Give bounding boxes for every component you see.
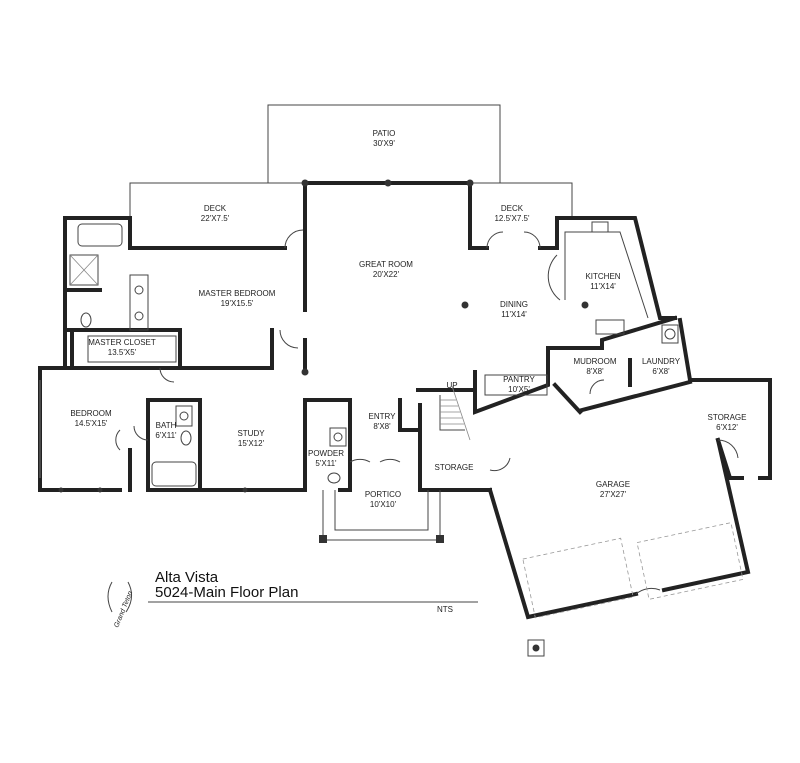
- logo-right-paren: [125, 581, 132, 613]
- deck-right-name: DECK: [501, 204, 524, 213]
- dining-name: DINING: [500, 300, 528, 309]
- study-name: STUDY: [237, 429, 265, 438]
- bath-size: 6'X11': [155, 431, 177, 440]
- bedroom-size: 14.5'X15': [75, 419, 108, 428]
- pantry-size: 10'X5': [508, 385, 530, 394]
- entry-name: ENTRY: [369, 412, 397, 421]
- exterior-light-icon: [527, 639, 545, 657]
- stair-treads: [439, 385, 471, 441]
- storage-center-name: STORAGE: [435, 463, 474, 472]
- mudroom-size: 8'X8': [586, 367, 604, 376]
- powder-size: 5'X11': [315, 459, 337, 468]
- great-room-name: GREAT ROOM: [359, 260, 413, 269]
- mudroom-name: MUDROOM: [573, 357, 616, 366]
- deck-left-name: DECK: [204, 204, 227, 213]
- stair-up-label: UP: [446, 381, 457, 390]
- room-labels: PATIO 30'X9' DECK 22'X7.5' DECK 12.5'X7.…: [70, 129, 746, 509]
- garage-size: 27'X27': [600, 490, 627, 499]
- master-closet-size: 13.5'X5': [108, 348, 137, 357]
- master-closet-name: MASTER CLOSET: [88, 338, 156, 347]
- patio-size: 30'X9': [373, 139, 395, 148]
- entry-size: 8'X8': [373, 422, 391, 431]
- storage-right-name: STORAGE: [708, 413, 747, 422]
- master-bedroom-size: 19'X15.5': [221, 299, 254, 308]
- fixtures: [39, 221, 679, 487]
- bedroom-name: BEDROOM: [70, 409, 112, 418]
- portico-structure: [319, 490, 444, 543]
- kitchen-name: KITCHEN: [585, 272, 620, 281]
- laundry-name: LAUNDRY: [642, 357, 681, 366]
- logo-left-paren: [107, 581, 113, 613]
- columns: [58, 179, 589, 493]
- doors: [115, 229, 739, 595]
- logo-text: Grand Teton: [113, 590, 134, 629]
- portico-size: 10'X10': [370, 500, 397, 509]
- study-size: 15'X12': [238, 439, 265, 448]
- laundry-size: 6'X8': [652, 367, 670, 376]
- storage-right-size: 6'X12': [716, 423, 738, 432]
- patio-name: PATIO: [373, 129, 396, 138]
- title-line-2: 5024-Main Floor Plan: [155, 584, 298, 601]
- bath-name: BATH: [156, 421, 177, 430]
- powder-name: POWDER: [308, 449, 344, 458]
- pantry-name: PANTRY: [503, 375, 535, 384]
- great-room-size: 20'X22': [373, 270, 400, 279]
- scale-note: NTS: [437, 605, 453, 614]
- walls: [38, 181, 772, 620]
- master-bedroom-name: MASTER BEDROOM: [199, 289, 276, 298]
- patio-outline: [267, 104, 501, 183]
- garage-doors: [522, 522, 744, 619]
- kitchen-size: 11'X14': [590, 282, 616, 291]
- portico-name: PORTICO: [365, 490, 401, 499]
- deck-right-size: 12.5'X7.5': [494, 214, 530, 223]
- title-block: Grand Teton Alta Vista 5024-Main Floor P…: [107, 569, 478, 629]
- garage-name: GARAGE: [596, 480, 630, 489]
- dining-size: 11'X14': [501, 310, 527, 319]
- title-line-1: Alta Vista: [155, 569, 219, 586]
- deck-left-size: 22'X7.5': [201, 214, 230, 223]
